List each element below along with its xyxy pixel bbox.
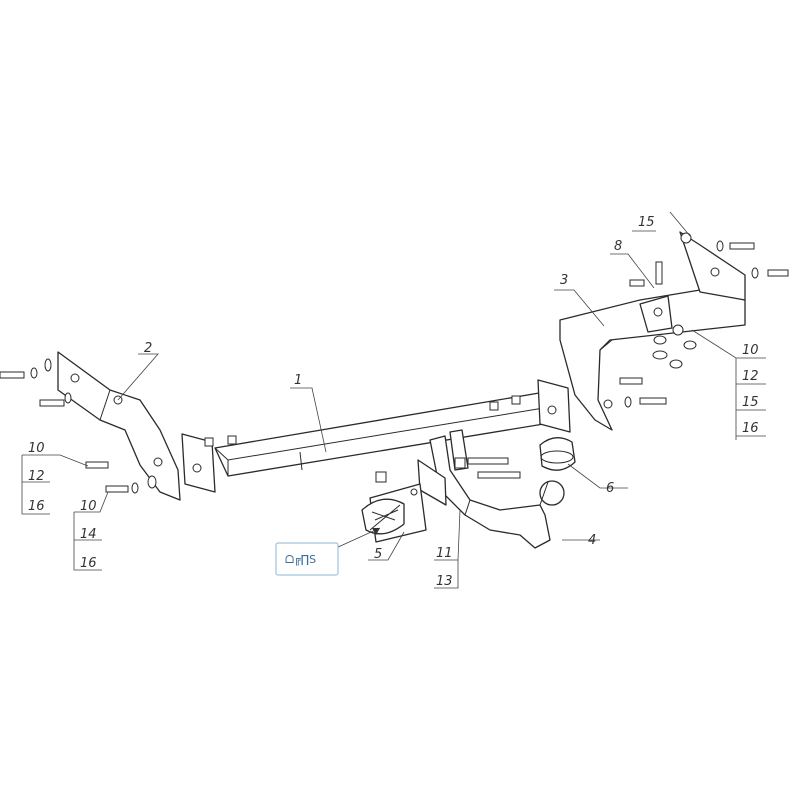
label-10-left-a: 10 xyxy=(28,441,45,456)
logo-text: ᗝ╔∏S xyxy=(285,553,316,566)
tow-ball-neck-part-4 xyxy=(417,429,565,549)
label-16-left-a: 16 xyxy=(28,499,45,514)
label-4: 4 xyxy=(588,533,596,548)
manufacturer-logo: ᗝ╔∏S xyxy=(275,542,339,576)
electrical-socket-part-5 xyxy=(361,471,427,543)
label-2: 2 xyxy=(144,341,152,356)
label-6: 6 xyxy=(606,481,614,496)
label-1: 1 xyxy=(294,373,302,388)
label-13: 13 xyxy=(436,574,453,589)
label-12-left: 12 xyxy=(28,469,45,484)
label-11: 11 xyxy=(436,546,453,561)
label-15-top: 15 xyxy=(638,215,655,230)
label-8: 8 xyxy=(614,239,622,254)
label-5: 5 xyxy=(374,547,382,562)
label-12-right: 12 xyxy=(742,369,759,384)
label-16-left-b: 16 xyxy=(80,556,97,571)
crossbar-part-1 xyxy=(181,379,571,493)
label-10-left-b: 10 xyxy=(80,499,97,514)
label-16-right: 16 xyxy=(742,421,759,436)
left-bracket-part-2 xyxy=(0,351,181,501)
label-14-left: 14 xyxy=(80,527,97,542)
part-labels: 1 2 3 4 5 6 8 15 10 12 15 16 10 12 16 10… xyxy=(28,215,759,589)
label-15-right: 15 xyxy=(742,395,759,410)
label-3: 3 xyxy=(560,273,568,288)
right-bracket-part-3 xyxy=(559,231,789,431)
ball-cap-part-6 xyxy=(539,437,576,471)
leader-lines xyxy=(21,211,766,589)
label-10-right: 10 xyxy=(742,343,759,358)
